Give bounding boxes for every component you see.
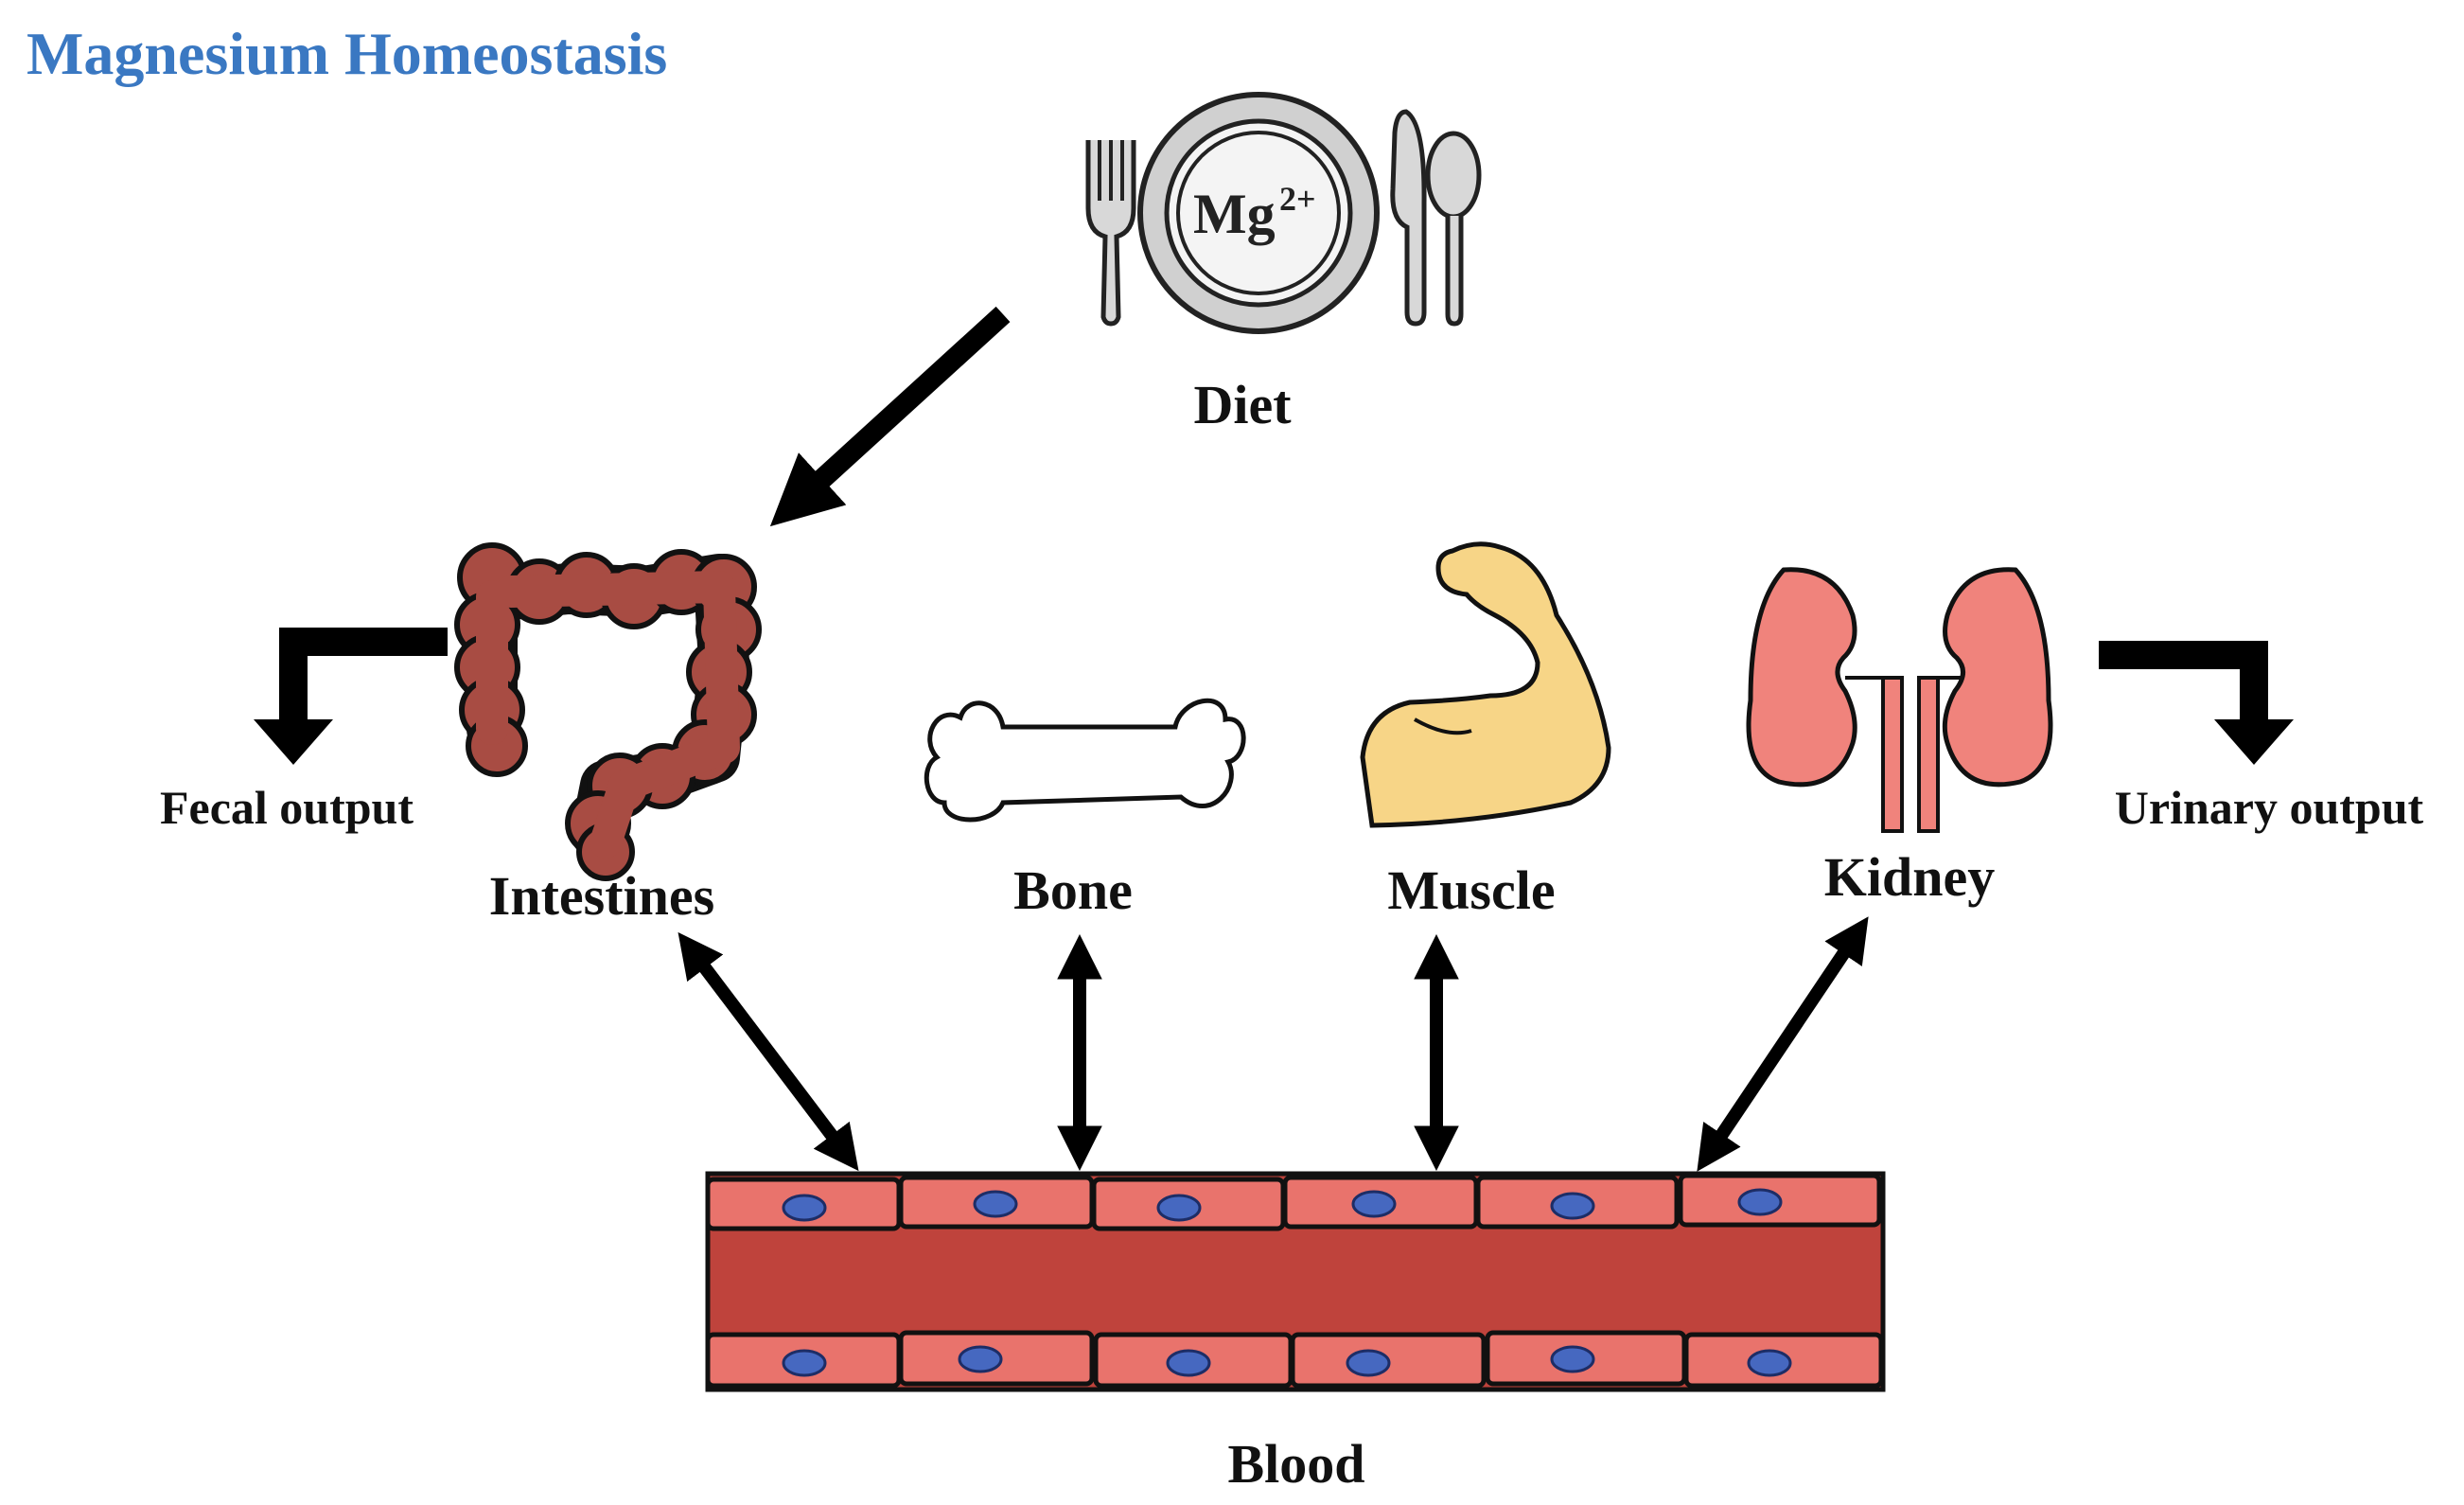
fork-icon: [1085, 140, 1136, 327]
blood-label: Blood: [1227, 1433, 1364, 1495]
spoon-icon: [1425, 131, 1482, 327]
fecal-output-label: Fecal output: [160, 781, 414, 834]
fecal-output-arrow: [254, 628, 448, 765]
urinary-output-label: Urinary output: [2115, 781, 2424, 834]
bone-label: Bone: [1013, 859, 1133, 921]
intestine-icon: [454, 542, 762, 881]
kidney-icon: [1746, 567, 2053, 833]
bone-icon: [924, 698, 1246, 823]
intestines-label: Intestines: [489, 865, 714, 927]
diet-to-intestines-arrow: [769, 306, 1011, 527]
diet-icon-group: Mg 2+ Diet: [1085, 92, 1482, 435]
urinary-output-arrow: [2099, 641, 2294, 765]
diet-label: Diet: [1193, 374, 1292, 435]
mg-charge-label: 2+: [1279, 180, 1316, 218]
kidney-label: Kidney: [1824, 846, 1996, 908]
plate-icon: Mg 2+: [1137, 92, 1380, 334]
intestines-blood-arrow: [678, 931, 859, 1172]
blood-vessel-icon: [705, 1171, 1886, 1392]
knife-icon: [1390, 109, 1427, 327]
mg-ion-label: Mg: [1193, 183, 1276, 245]
muscle-label: Muscle: [1387, 859, 1555, 921]
page-title: Magnesium Homeostasis: [26, 20, 667, 87]
kidney-blood-arrow: [1697, 916, 1869, 1172]
muscle-icon: [1360, 541, 1611, 828]
